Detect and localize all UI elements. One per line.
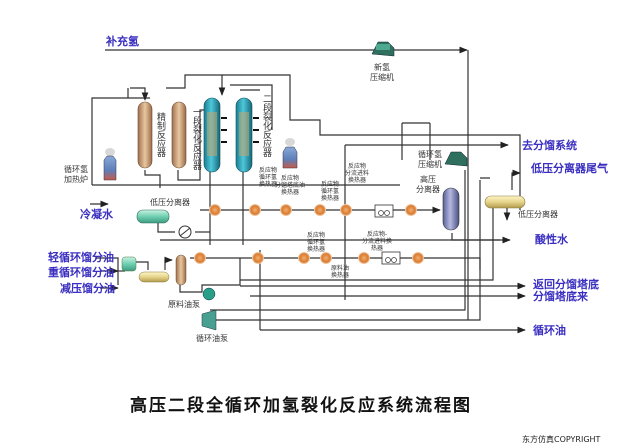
svg-text:循环氢: 循环氢 xyxy=(259,173,277,181)
svg-text:换热器: 换热器 xyxy=(307,245,325,253)
heat-exchanger[interactable] xyxy=(340,204,352,216)
stream-recycle-oil: 循环油 xyxy=(533,323,566,337)
lp-separator-left[interactable]: 低压分离器 xyxy=(136,197,190,224)
copyright-text: 东方仿真COPYRIGHT xyxy=(522,434,601,444)
lp-separator-left-label: 低压分离器 xyxy=(150,197,190,207)
recycle-compressor-label-1: 循环氢 xyxy=(418,149,442,159)
second-stage-heater[interactable] xyxy=(282,138,298,169)
svg-text:反应物: 反应物 xyxy=(281,174,299,182)
hx-label-reactant-recycle-h2-2: 反应物 循环氢 换热器 xyxy=(321,180,339,202)
svg-text:循环氢: 循环氢 xyxy=(307,238,325,246)
recycle-pump[interactable]: 循环油泵 xyxy=(196,309,228,343)
heat-exchanger[interactable] xyxy=(412,252,424,264)
stream-from-fractionator-bottom: 分馏塔底来 xyxy=(533,289,589,303)
recycle-compressor-label-2: 压缩机 xyxy=(418,159,442,169)
stream-condensate-water: 冷凝水 xyxy=(80,207,114,221)
svg-text:换热器: 换热器 xyxy=(281,188,299,196)
svg-text:换热器: 换热器 xyxy=(331,271,349,279)
heater-label-2: 加热炉 xyxy=(64,174,88,184)
lp-separator-right-label: 低压分离器 xyxy=(518,209,558,219)
hydraulic-turbine[interactable] xyxy=(178,225,192,239)
recycle-pump-label: 循环油泵 xyxy=(196,333,228,343)
svg-text:热器: 热器 xyxy=(371,244,383,252)
svg-text:换热器: 换热器 xyxy=(259,180,277,188)
second-stage-reactor-label: 二段裂化反应器 xyxy=(261,94,272,157)
svg-text:换热器: 换热器 xyxy=(348,176,366,184)
stream-vacuum-oil: 减压馏分油 xyxy=(60,281,115,295)
refining-reactor-2[interactable] xyxy=(171,101,187,169)
hx-label-reactant-fractionator-feed-lower: 反应物- 分流进料换 热器 xyxy=(362,230,392,252)
refining-reactor-label: 精制反应器 xyxy=(155,111,166,157)
heat-exchanger[interactable] xyxy=(298,252,310,264)
refining-reactor-1[interactable] xyxy=(137,101,153,169)
heat-exchanger-row-upper xyxy=(209,204,417,216)
heat-exchanger[interactable] xyxy=(320,252,332,264)
air-cooler-lower[interactable] xyxy=(381,251,401,265)
heat-exchanger[interactable] xyxy=(194,252,206,264)
first-stage-reactor[interactable] xyxy=(203,97,227,173)
svg-text:分流进料: 分流进料 xyxy=(345,169,369,177)
hx-label-reactant-recycle-h2: 反应物 循环氢 换热器 xyxy=(259,166,277,188)
svg-text:分馏塔底油: 分馏塔底油 xyxy=(275,181,305,189)
feed-surge-drum[interactable] xyxy=(175,254,187,286)
heater-label-1: 循环氢 xyxy=(64,164,88,174)
makeup-compressor-label-1: 新氢 xyxy=(374,62,390,72)
svg-text:反应物: 反应物 xyxy=(321,180,339,188)
feed-pump-label: 原料油泵 xyxy=(168,299,200,309)
pipe-network xyxy=(90,46,526,334)
svg-text:反应物: 反应物 xyxy=(348,162,366,170)
heat-exchanger[interactable] xyxy=(314,204,326,216)
recycle-h2-heater[interactable]: 循环氢 加热炉 xyxy=(64,148,117,184)
recycle-compressor[interactable]: 循环氢 压缩机 xyxy=(418,149,468,169)
stream-heavy-cycle-oil: 重循环馏分油 xyxy=(48,265,114,279)
stream-sour-water: 酸性水 xyxy=(535,232,569,246)
stream-return-fractionator-bottom: 返回分馏塔底 xyxy=(533,277,599,291)
svg-text:反应物: 反应物 xyxy=(259,166,277,174)
svg-text:反应物-: 反应物- xyxy=(367,230,387,238)
feed-buffer-tank[interactable] xyxy=(121,256,137,272)
stream-light-cycle-oil: 轻循环馏分油 xyxy=(48,250,114,264)
first-stage-reactor-label: 一段裂化反应器 xyxy=(191,107,202,170)
hx-label-reactant-fractionator-feed: 反应物 分流进料 换热器 xyxy=(345,162,369,184)
diagram-title: 高压二段全循环加氢裂化反应系统流程图 xyxy=(130,395,472,416)
hx-label-feed-oil: 原料油 换热器 xyxy=(331,264,349,279)
hp-separator-label-1: 高压 xyxy=(420,174,436,184)
svg-text:分流进料换: 分流进料换 xyxy=(362,237,392,245)
heat-exchanger[interactable] xyxy=(280,204,292,216)
heat-exchanger[interactable] xyxy=(249,204,261,216)
heat-exchanger[interactable] xyxy=(252,252,264,264)
hp-separator[interactable]: 高压 分离器 xyxy=(416,174,460,231)
svg-text:原料油: 原料油 xyxy=(331,264,349,272)
feed-filter[interactable] xyxy=(138,271,170,283)
hx-label-reactant-fractionator-bottom: 反应物 分馏塔底油 换热器 xyxy=(275,174,305,196)
heat-exchanger[interactable] xyxy=(209,204,221,216)
makeup-compressor-label-2: 压缩机 xyxy=(370,72,394,82)
stream-lp-separator-offgas: 低压分离器尾气 xyxy=(530,161,608,175)
air-cooler-upper[interactable] xyxy=(374,204,394,218)
lp-separator-right[interactable]: 低压分离器 xyxy=(484,195,558,221)
heat-exchanger-row-lower xyxy=(194,252,424,264)
hp-separator-label-2: 分离器 xyxy=(416,184,440,194)
stream-makeup-hydrogen: 补充氢 xyxy=(105,34,139,48)
svg-text:反应物: 反应物 xyxy=(307,231,325,239)
second-stage-reactor[interactable] xyxy=(235,97,259,173)
stream-to-fractionation: 去分馏系统 xyxy=(522,138,577,152)
svg-text:循环氢: 循环氢 xyxy=(321,187,339,195)
makeup-compressor[interactable]: 新氢 压缩机 xyxy=(370,41,395,82)
heat-exchanger[interactable] xyxy=(405,204,417,216)
svg-text:换热器: 换热器 xyxy=(321,194,339,202)
hx-label-reactant-recycle-h2-lower: 反应物 循环氢 换热器 xyxy=(307,231,325,253)
heat-exchanger[interactable] xyxy=(358,252,370,264)
feed-pump[interactable]: 原料油泵 xyxy=(168,287,216,309)
